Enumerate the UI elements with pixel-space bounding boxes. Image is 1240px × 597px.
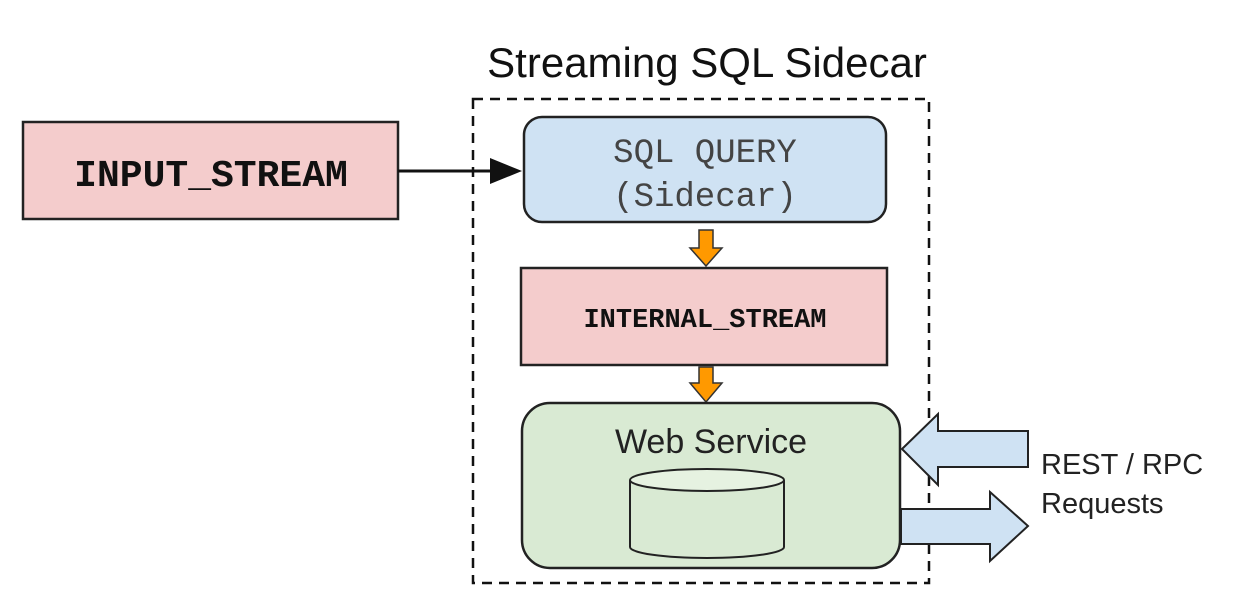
sql-query-node: SQL QUERY (Sidecar)	[522, 115, 888, 224]
sql-query-box	[522, 115, 888, 224]
incoming-request-arrow-icon	[900, 411, 1029, 488]
sql-query-sublabel: (Sidecar)	[613, 179, 797, 217]
input-to-query-arrow	[398, 158, 522, 184]
sql-query-label: SQL QUERY	[613, 135, 797, 173]
web-service-node: Web Service	[520, 401, 902, 570]
internal-stream-box	[519, 266, 889, 367]
input-stream-node: INPUT_STREAM	[21, 120, 400, 221]
internal-stream-label: INTERNAL_STREAM	[583, 306, 826, 336]
flow-arrow-icon	[688, 229, 724, 268]
internal-stream-node: INTERNAL_STREAM	[519, 266, 889, 367]
input-stream-label: INPUT_STREAM	[74, 155, 348, 198]
web-service-label: Web Service	[615, 423, 807, 461]
outgoing-response-arrow-icon	[900, 489, 1030, 564]
sidecar-boundary	[471, 97, 931, 585]
requests-label: REST / RPC	[1041, 449, 1203, 481]
flow-arrow-icon	[688, 366, 724, 404]
diagram-title: Streaming SQL Sidecar	[487, 39, 927, 86]
requests-sublabel: Requests	[1041, 488, 1164, 520]
database-icon	[629, 468, 785, 559]
